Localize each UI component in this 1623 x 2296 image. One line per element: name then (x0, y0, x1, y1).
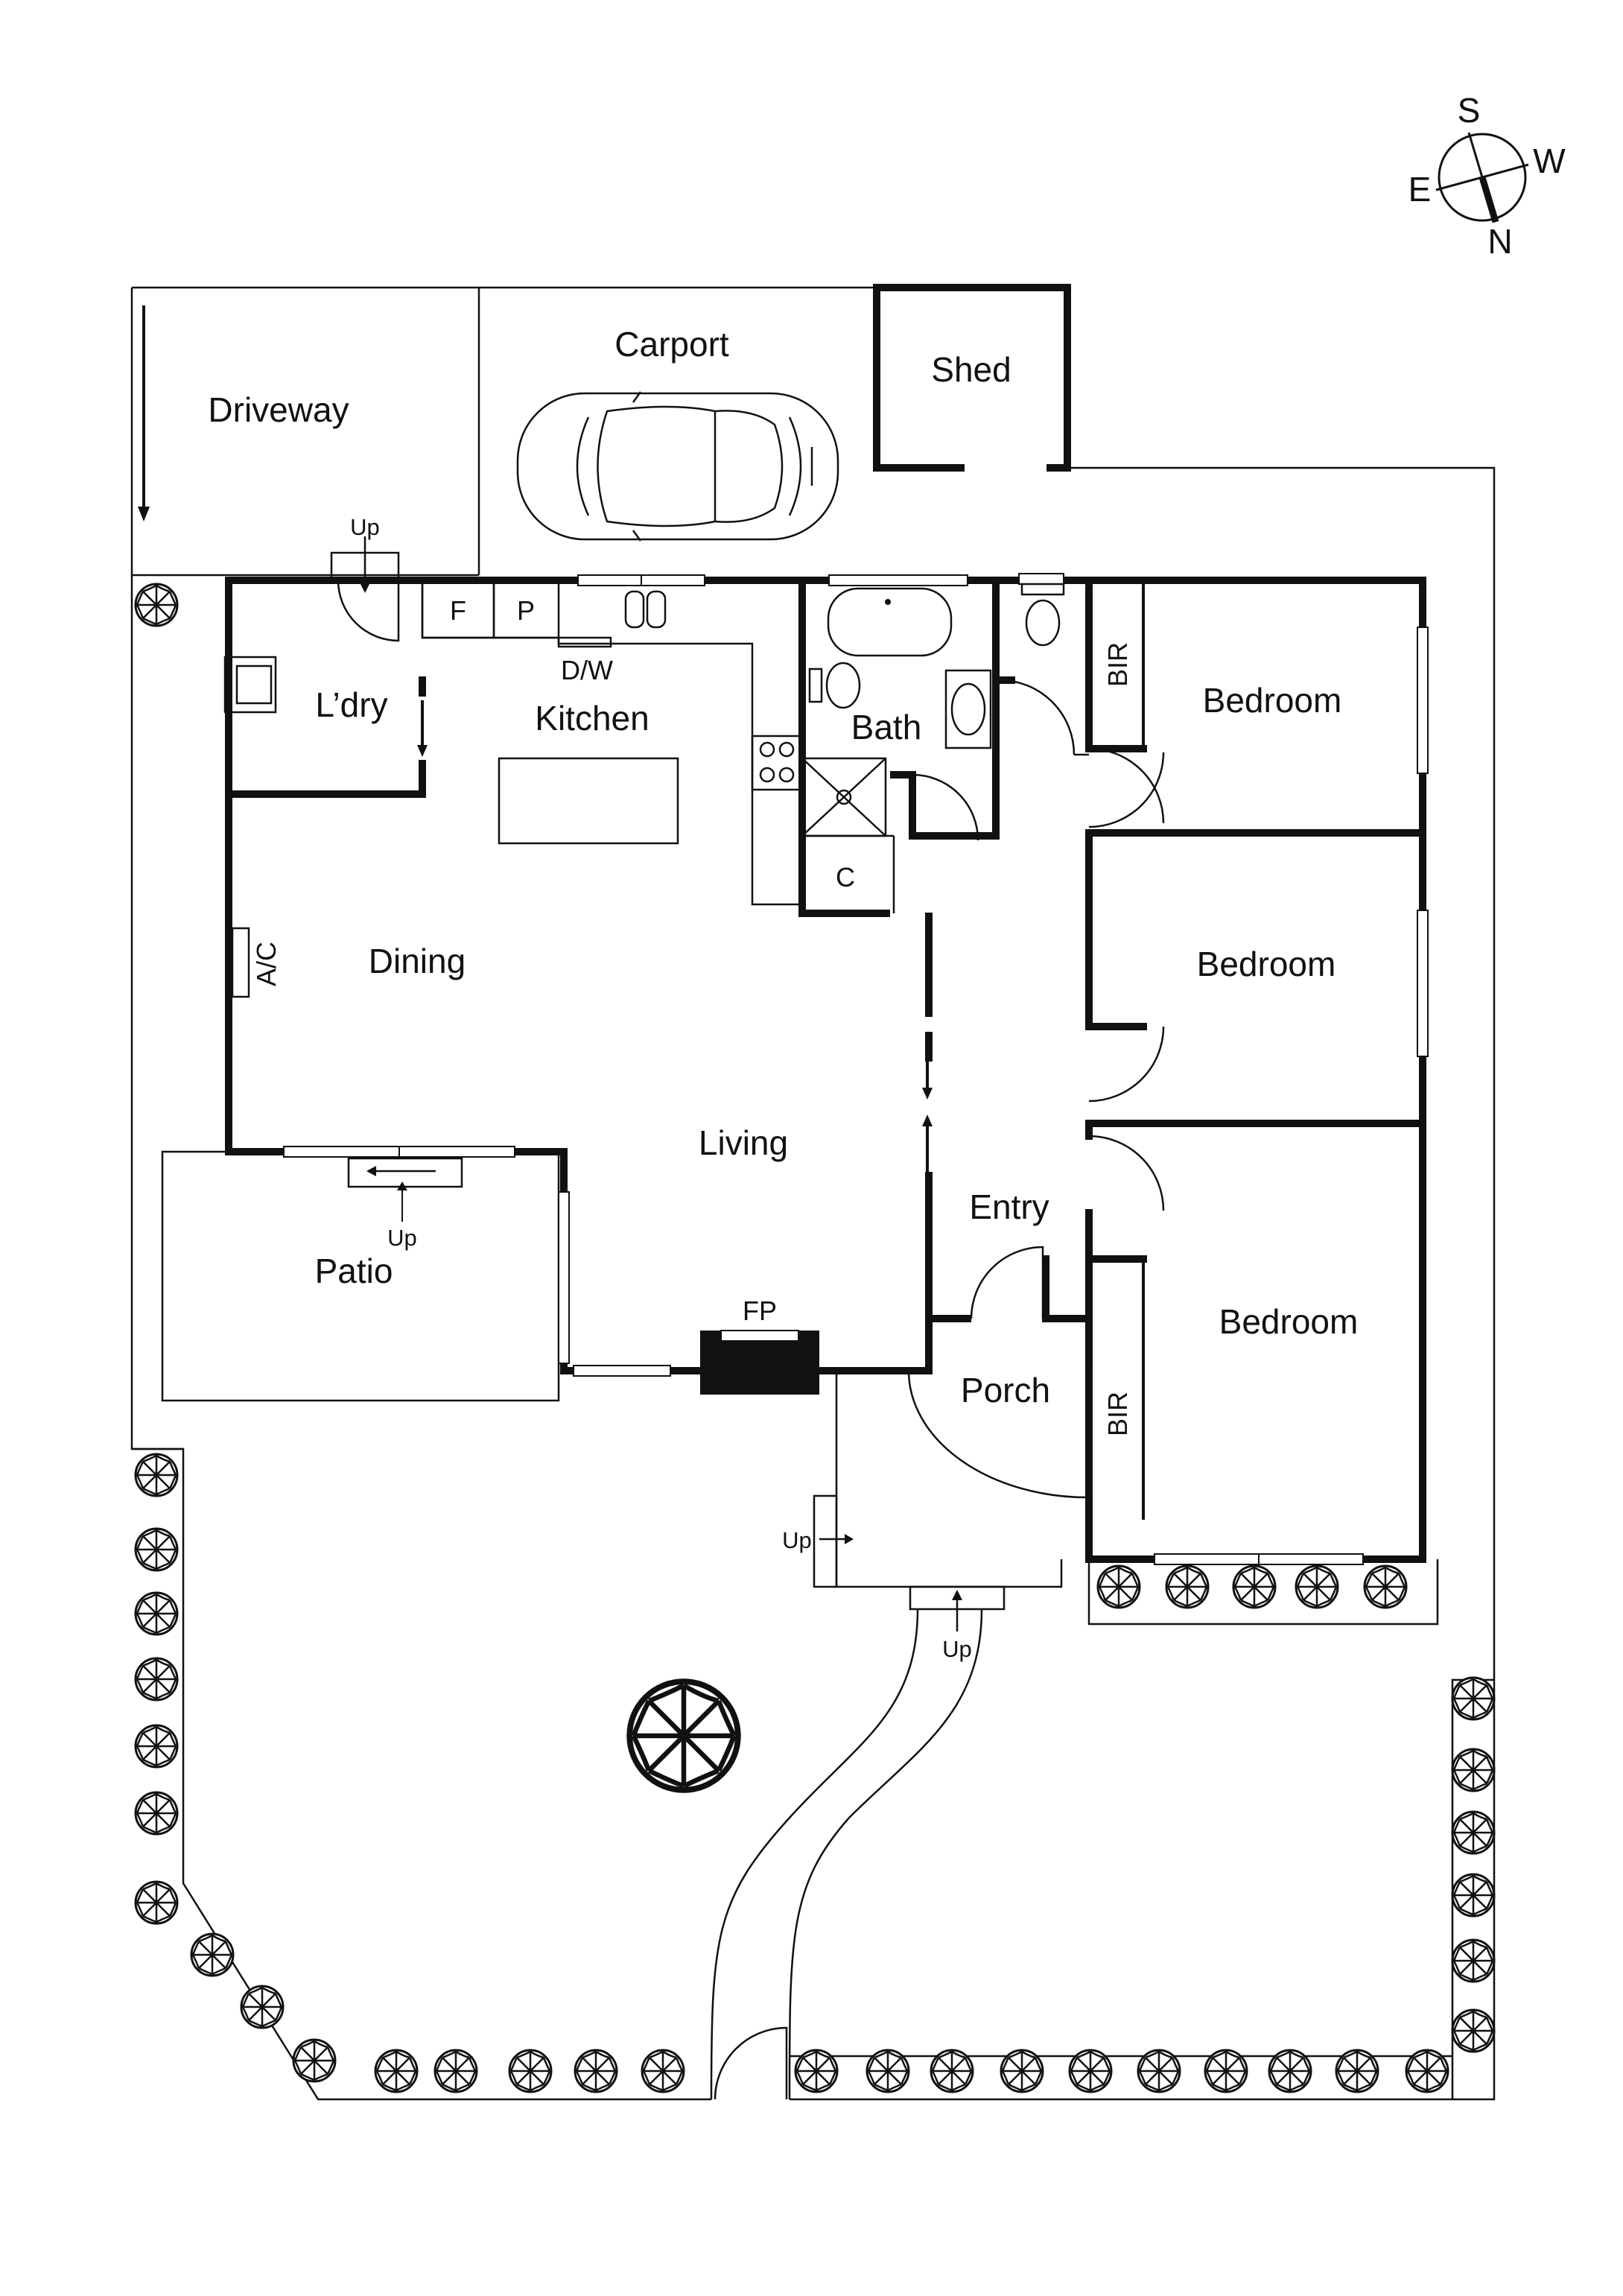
vanity-icon (944, 669, 992, 749)
bedroom-1-label: Bedroom (1203, 681, 1342, 720)
porch-side-step-up-label: Up (782, 1527, 812, 1553)
bath-label: Bath (851, 708, 922, 746)
compass-rose: S W E N (1408, 91, 1566, 261)
ac-label: A/C (251, 942, 282, 986)
patio-step-up-label: Up (387, 1225, 417, 1251)
property-boundary (130, 286, 1496, 2101)
pantry-label: P (517, 595, 535, 626)
laundry-tub-icon (223, 656, 277, 714)
kitchen-label: Kitchen (535, 699, 649, 738)
laundry-step: Up (330, 514, 400, 593)
living-zone: A/C Dining Living Entry Porch (231, 927, 1050, 1409)
wc-toilet-icon (1025, 599, 1061, 647)
patio-label: Patio (315, 1252, 393, 1290)
dishwasher-label: D/W (561, 655, 613, 685)
toilet-icon (825, 662, 861, 709)
fireplace: FP (700, 1296, 819, 1395)
fireplace-label: FP (743, 1296, 777, 1326)
interior-walls (225, 577, 1426, 1588)
bir-label-1: BIR (1102, 642, 1133, 687)
carport-label: Carport (614, 325, 729, 364)
bathtub-icon (827, 587, 953, 657)
carport: Carport (516, 325, 839, 542)
bedrooms: BIR Bedroom Bedroom BIR Bedroom (1102, 642, 1358, 1436)
kitchen-island (498, 757, 679, 845)
bedroom-3-label: Bedroom (1219, 1302, 1359, 1341)
patio: Patio (161, 1150, 560, 1402)
house-walls (225, 577, 1426, 1563)
porch-label: Porch (961, 1371, 1050, 1409)
shower-icon (801, 757, 887, 837)
laundry: L’dry (223, 656, 428, 757)
laundry-step-up-label: Up (350, 514, 380, 540)
fridge-label: F (450, 595, 466, 626)
garden-beds (132, 1447, 1494, 2099)
living-label: Living (699, 1123, 788, 1162)
pantry-cell (492, 579, 560, 639)
front-path (710, 1608, 983, 2100)
compass-s-label: S (1458, 91, 1481, 130)
bir-label-2: BIR (1102, 1392, 1133, 1436)
driveway: Driveway (132, 288, 480, 577)
sink-icon (624, 590, 645, 629)
patio-step: Up (347, 1157, 463, 1251)
cupboard-label: C (836, 862, 855, 892)
bath-fixtures: Bath C (801, 583, 1065, 892)
laundry-label: L’dry (315, 685, 387, 724)
entry-label: Entry (969, 1187, 1049, 1226)
shed: Shed (873, 284, 1071, 472)
compass-e-label: E (1408, 170, 1432, 209)
car-icon (516, 391, 839, 542)
driveway-label: Driveway (208, 390, 349, 429)
porch-front-step-up-label: Up (942, 1636, 972, 1662)
cooktop-icon (751, 735, 804, 791)
bedroom-2-label: Bedroom (1197, 945, 1336, 983)
windows (283, 573, 1429, 1565)
kitchen-fixtures: F P D/W Kitchen (421, 579, 804, 906)
compass-n-label: N (1487, 222, 1512, 261)
porch-steps: Up Up (782, 1494, 1006, 1662)
tree-icon (629, 1681, 738, 1790)
compass-w-label: W (1533, 142, 1566, 180)
dining-label: Dining (369, 942, 466, 980)
dishwasher-icon (557, 636, 612, 648)
shed-label: Shed (931, 350, 1011, 389)
ac-unit-icon (231, 927, 250, 998)
